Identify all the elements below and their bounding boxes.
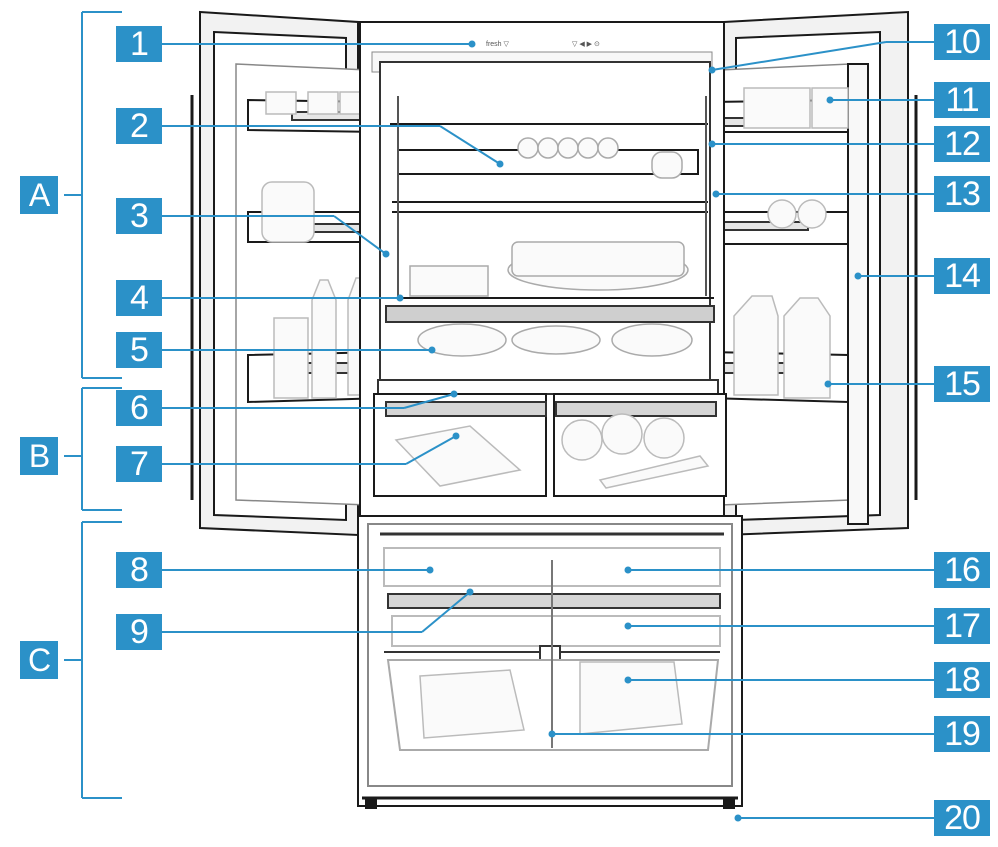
callout-8: 8	[116, 552, 162, 588]
fridge-compartment	[359, 21, 725, 517]
control-panel-right-text: ▽ ◀ ▶ ⊙	[572, 41, 600, 48]
freezer-compartment	[357, 515, 743, 809]
callout-6: 6	[116, 390, 162, 426]
callout-19: 19	[934, 716, 990, 752]
section-label-a: A	[20, 176, 58, 214]
callout-12: 12	[934, 126, 990, 162]
callout-3: 3	[116, 198, 162, 234]
callout-18: 18	[934, 662, 990, 698]
right-door	[707, 10, 918, 537]
callout-4: 4	[116, 280, 162, 316]
bracket-b	[64, 387, 122, 511]
callout-2: 2	[116, 108, 162, 144]
callout-9: 9	[116, 614, 162, 650]
callout-17: 17	[934, 608, 990, 644]
callout-1: 1	[116, 26, 162, 62]
leader-dots	[382, 40, 862, 822]
callout-16: 16	[934, 552, 990, 588]
section-label-b: B	[20, 437, 58, 475]
callout-20: 20	[934, 800, 990, 836]
callout-7: 7	[116, 446, 162, 482]
callout-13: 13	[934, 176, 990, 212]
leader-lines	[162, 41, 934, 819]
section-label-c: C	[20, 641, 58, 679]
control-panel-left-text: fresh ▽	[486, 41, 510, 48]
callout-5: 5	[116, 332, 162, 368]
callout-14: 14	[934, 258, 990, 294]
callout-10: 10	[934, 24, 990, 60]
chiller-drawers	[373, 393, 727, 497]
callout-11: 11	[934, 82, 990, 118]
bracket-c	[64, 521, 122, 799]
callout-15: 15	[934, 366, 990, 402]
left-door	[190, 10, 389, 537]
bracket-a	[64, 11, 122, 379]
